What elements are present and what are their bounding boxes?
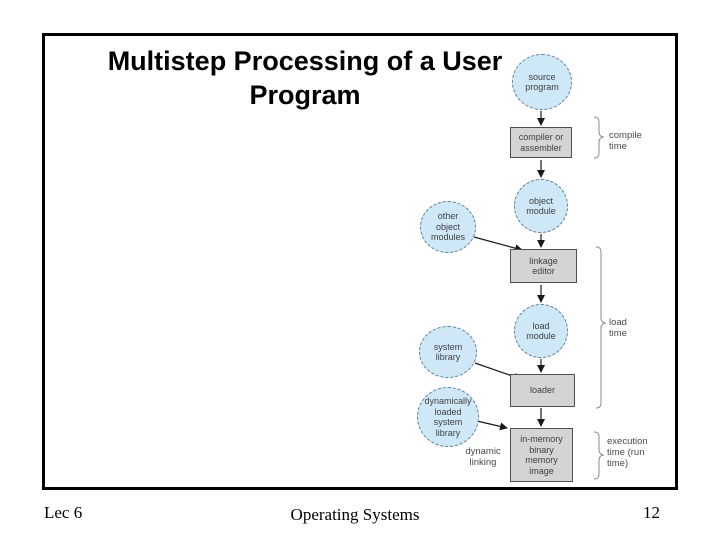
- other-object-modules-node: other object modules: [420, 201, 476, 253]
- dynamically-loaded-system-library-node: dynamically loaded system library: [417, 387, 479, 447]
- compile-time-label: compile time: [609, 130, 642, 152]
- source-program-node: source program: [512, 54, 572, 110]
- system-library-node: system library: [419, 326, 477, 378]
- footer-lecture-label: Lec 6: [44, 503, 83, 522]
- object-module-node: object module: [514, 179, 568, 233]
- linkage-editor-node: linkage editor: [510, 249, 577, 283]
- execution-time-label: execution time (run time): [607, 436, 648, 469]
- load-module-node: load module: [514, 304, 568, 358]
- arrow-dynlib-to-memory: [476, 420, 508, 431]
- dynamic-linking-label: dynamic linking: [465, 446, 501, 468]
- footer-course-title: Operating Systems: [290, 505, 420, 524]
- slide-title: Multistep Processing of a User Program: [107, 46, 503, 110]
- load-time-label: load time: [609, 317, 627, 339]
- loader-node: loader: [510, 374, 575, 407]
- compiler-assembler-node: compiler or assembler: [510, 127, 572, 158]
- in-memory-binary-image-node: in-memory binary memory image: [510, 428, 573, 482]
- compile-time-brace: [593, 116, 605, 159]
- execution-time-brace: [593, 431, 605, 480]
- footer-page-number: 12: [643, 503, 660, 522]
- load-time-brace: [595, 246, 607, 409]
- arrow-otherobjects-to-linkage: [473, 236, 523, 253]
